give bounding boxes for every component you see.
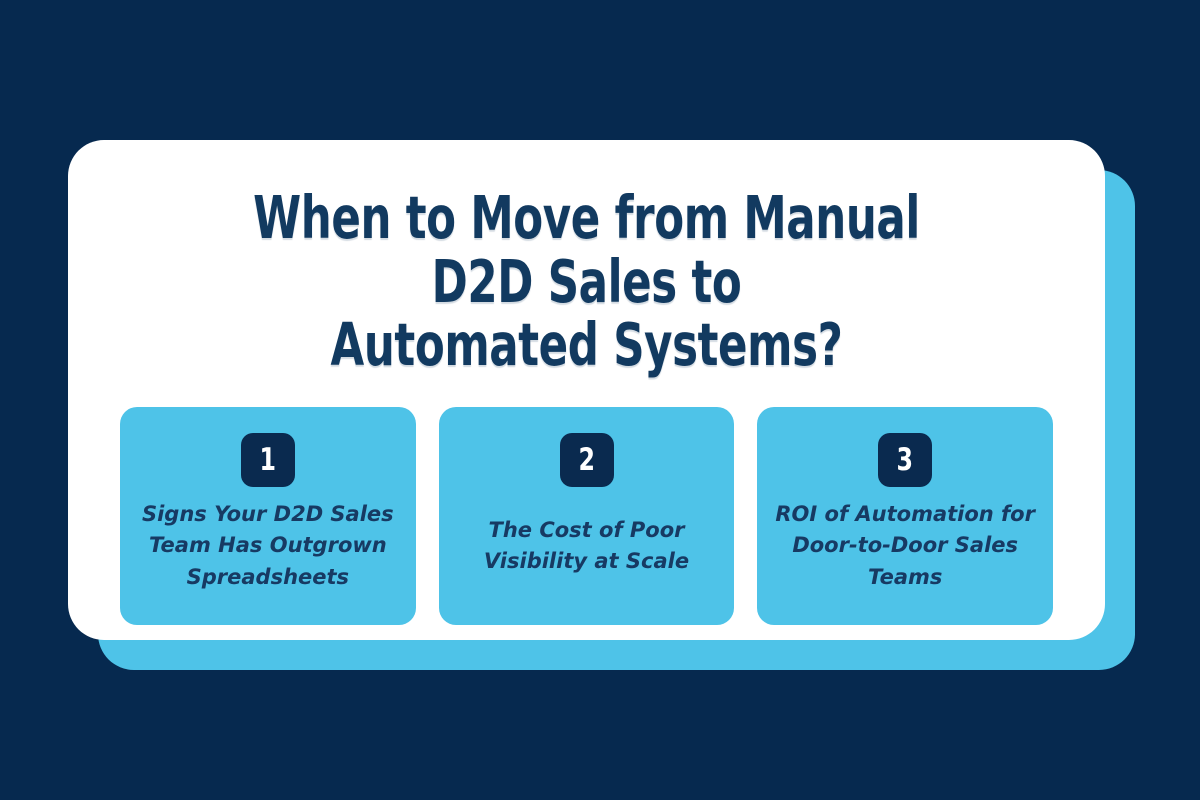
card-number-badge-1: 1 [240,433,295,488]
card-number-label-1: 1 [259,441,277,478]
card-item-1[interactable]: 1 Signs Your D2D Sales Team Has Outgrown… [120,407,416,626]
card-item-2[interactable]: 2 The Cost of Poor Visibility at Scale [438,407,735,626]
card-text-wrap-3: ROI of Automation for Door-to-Door Sales… [775,487,1035,605]
card-number-label-2: 2 [578,441,595,478]
card-title-3: ROI of Automation for Door-to-Door Sales… [775,501,1035,589]
card-number-label-3: 3 [896,441,914,478]
page-title: When to Move from Manual D2D Sales to Au… [253,183,920,380]
content-panel: When to Move from Manual D2D Sales to Au… [68,140,1105,640]
card-text-wrap-2: The Cost of Poor Visibility at Scale [457,487,717,605]
card-text-wrap-1: Signs Your D2D Sales Team Has Outgrown S… [138,487,398,605]
card-number-badge-2: 2 [559,433,614,488]
cards-row: 1 Signs Your D2D Sales Team Has Outgrown… [120,407,1054,626]
card-number-badge-3: 3 [878,433,933,488]
card-title-2: The Cost of Poor Visibility at Scale [483,517,690,574]
card-title-1: Signs Your D2D Sales Team Has Outgrown S… [141,501,394,589]
card-item-3[interactable]: 3 ROI of Automation for Door-to-Door Sal… [757,407,1054,626]
panel-stack: When to Move from Manual D2D Sales to Au… [68,140,1135,670]
